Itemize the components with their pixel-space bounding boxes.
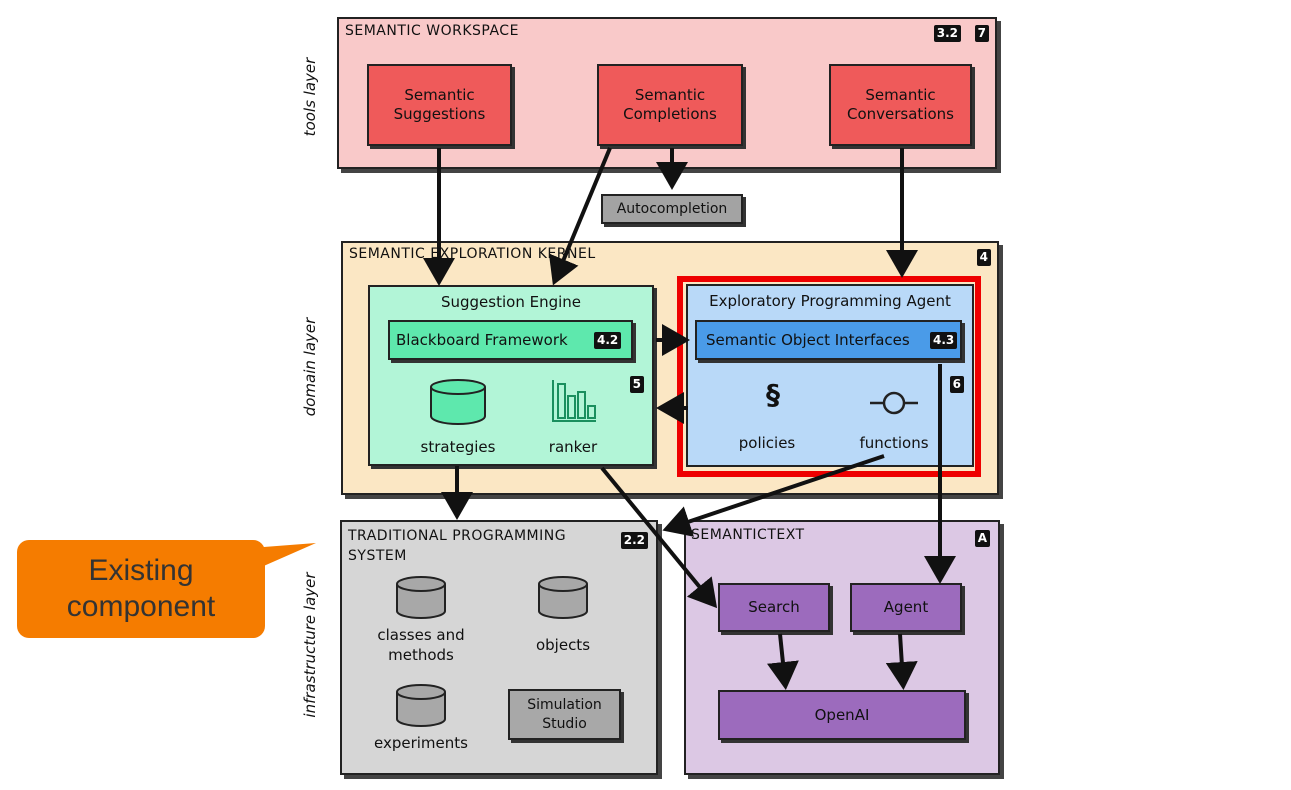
semantic-object-interfaces-label: Semantic Object Interfaces [706,330,910,349]
objects-database-icon [538,576,588,619]
simulation-studio-box[interactable]: Simulation Studio [508,689,621,740]
search-box[interactable]: Search [718,583,830,632]
traditional-tag: 2.2 [620,532,648,549]
policies-label: policies [738,434,796,452]
existing-component-callout [17,540,265,638]
workspace-tag-3-2: 3.2 [933,25,961,42]
domain-layer-label: domain layer [301,317,319,417]
objects-label: objects [535,636,591,654]
ranker-label: ranker [548,438,598,456]
semantic-completions-box[interactable]: Semantic Completions [597,64,743,146]
blackboard-framework-box[interactable]: Blackboard Framework [388,320,633,360]
interfaces-tag: 4.3 [930,332,958,349]
openai-box[interactable]: OpenAI [718,690,966,740]
exploratory-agent-panel: Exploratory Programming Agent 6 [686,284,974,467]
kernel-title: SEMANTIC EXPLORATION KERNEL [349,246,596,262]
classes-database-icon [396,576,446,619]
callout-pointer [250,543,316,572]
semantictext-tag: A [974,530,990,547]
autocompletion-box[interactable]: Autocompletion [601,194,743,224]
experiments-database-icon [396,684,446,727]
semantic-conversations-box[interactable]: Semantic Conversations [829,64,972,146]
traditional-title: TRADITIONAL PROGRAMMING SYSTEM [348,528,567,564]
suggestion-engine-title: Suggestion Engine [440,293,582,311]
semantic-object-interfaces-box[interactable]: Semantic Object Interfaces [695,320,962,360]
kernel-tag: 4 [976,249,991,266]
section-icon: § [766,378,780,411]
suggestion-engine-panel: Suggestion Engine 5 [368,285,654,466]
functions-label: functions [859,434,929,452]
database-icon [430,379,486,425]
semantic-workspace-title: SEMANTIC WORKSPACE [345,23,519,39]
semantic-suggestions-box[interactable]: Semantic Suggestions [367,64,512,146]
suggestion-engine-tag: 5 [629,376,644,393]
existing-component-text: Existing component [66,554,216,623]
exploratory-agent-title: Exploratory Programming Agent [709,292,951,310]
infrastructure-layer-label: infrastructure layer [301,572,319,718]
experiments-label: experiments [374,734,468,752]
strategies-label: strategies [420,438,496,456]
blackboard-tag: 4.2 [594,332,622,349]
workspace-tag-7: 7 [974,25,989,42]
agent-box[interactable]: Agent [850,583,962,632]
blackboard-framework-label: Blackboard Framework [396,330,568,349]
classes-and-methods-label: classes and methods [377,626,465,664]
bar-chart-icon [552,380,596,422]
tools-layer-label: tools layer [301,57,319,137]
semantictext-title: SEMANTICTEXT [691,527,805,543]
function-icon [870,391,918,415]
agent-tag: 6 [949,376,964,393]
